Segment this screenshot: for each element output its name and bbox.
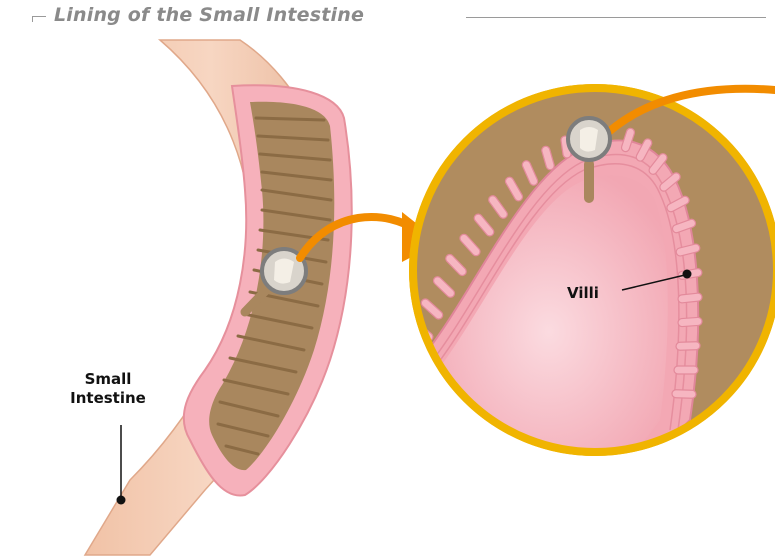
small-intestine-label: Small Intestine: [58, 370, 158, 408]
small-intestine-label-line1: Small: [58, 370, 158, 389]
small-intestine-label-line2: Intestine: [58, 389, 158, 408]
villi-label: Villi: [567, 284, 599, 303]
